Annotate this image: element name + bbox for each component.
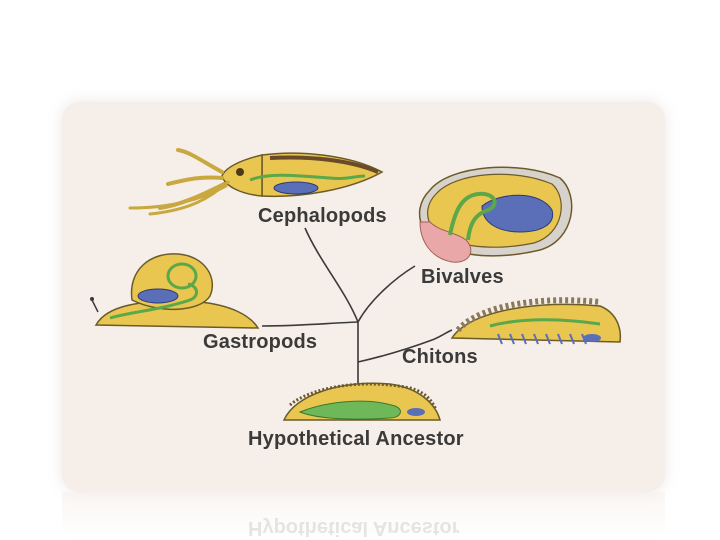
tree-branches [261, 227, 453, 388]
label-cephalopods: Cephalopods [258, 205, 387, 227]
branch-cephalopods [304, 227, 359, 323]
ancestor-illustration [282, 382, 441, 421]
gastropod-illustration [90, 253, 260, 329]
chiton-illustration [450, 297, 622, 345]
card-reflection [62, 492, 665, 540]
branch-chitons [357, 329, 453, 363]
label-ancestor: Hypothetical Ancestor [248, 428, 464, 450]
label-gastropods: Gastropods [203, 331, 318, 353]
bivalve-illustration [418, 166, 573, 263]
branch-bivalves [357, 265, 416, 323]
label-chitons: Chitons [402, 346, 478, 368]
cephalopod-illustration [128, 148, 384, 216]
label-ancestor-reflection: Hypothetical Ancestor [248, 517, 460, 539]
label-bivalves: Bivalves [421, 266, 504, 288]
branch-gastropods [261, 321, 359, 327]
